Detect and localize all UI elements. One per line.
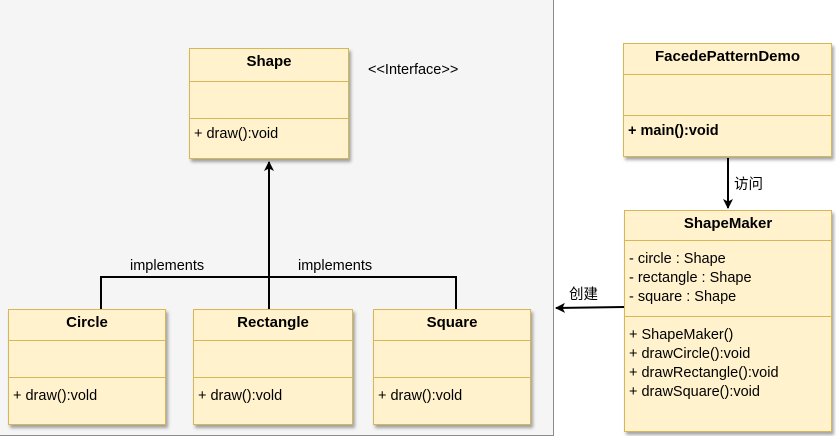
class-name: Circle [9, 310, 165, 341]
methods-section: + draw():vold [9, 378, 165, 406]
method: + draw():vold [198, 388, 283, 404]
create-label: 创建 [569, 287, 598, 303]
fields-section [624, 75, 831, 116]
methods-section: + draw():vold [374, 378, 530, 406]
method: + drawSquare():void [629, 384, 760, 400]
methods-section: + draw():vold [194, 378, 352, 406]
implements-label-right: implements [298, 258, 373, 274]
method: + draw():vold [378, 388, 463, 404]
method: + drawCircle():void [629, 346, 751, 362]
shape-interface-class[interactable]: Shape + draw():void [189, 48, 349, 159]
fields-section [194, 341, 352, 378]
methods-section: + ShapeMaker() + drawCircle():void + dra… [625, 317, 831, 402]
circle-class[interactable]: Circle + draw():vold [8, 309, 166, 425]
implements-connector [100, 276, 457, 309]
shape-maker-class[interactable]: ShapeMaker - circle : Shape - rectangle … [624, 210, 832, 432]
create-arrow [555, 302, 625, 313]
fields-section [374, 341, 530, 378]
methods-section: + main():void [624, 116, 831, 141]
square-class[interactable]: Square + draw():vold [373, 309, 531, 425]
visit-label: 访问 [734, 177, 763, 193]
implements-label-left: implements [130, 258, 205, 274]
rectangle-class[interactable]: Rectangle + draw():vold [193, 309, 353, 425]
class-name: Rectangle [194, 310, 352, 341]
fields-section [190, 82, 348, 119]
facade-demo-class[interactable]: FacedePatternDemo + main():void [623, 43, 832, 157]
fields-section [9, 341, 165, 378]
fields-section: - circle : Shape - rectangle : Shape - s… [625, 241, 831, 317]
field: - rectangle : Shape [629, 270, 752, 286]
field: - square : Shape [629, 289, 737, 305]
method: + draw():void [194, 126, 279, 142]
method: + draw():vold [13, 388, 98, 404]
method: + drawRectangle():void [629, 365, 779, 381]
field: - circle : Shape [629, 251, 726, 267]
methods-section: + draw():void [190, 119, 348, 144]
class-name: Shape [190, 49, 348, 82]
class-name: Square [374, 310, 530, 341]
method: + ShapeMaker() [629, 327, 734, 343]
method: + main():void [628, 123, 719, 139]
interface-stereotype: <<Interface>> [368, 62, 459, 78]
class-name: FacedePatternDemo [624, 44, 831, 75]
class-name: ShapeMaker [625, 211, 831, 241]
